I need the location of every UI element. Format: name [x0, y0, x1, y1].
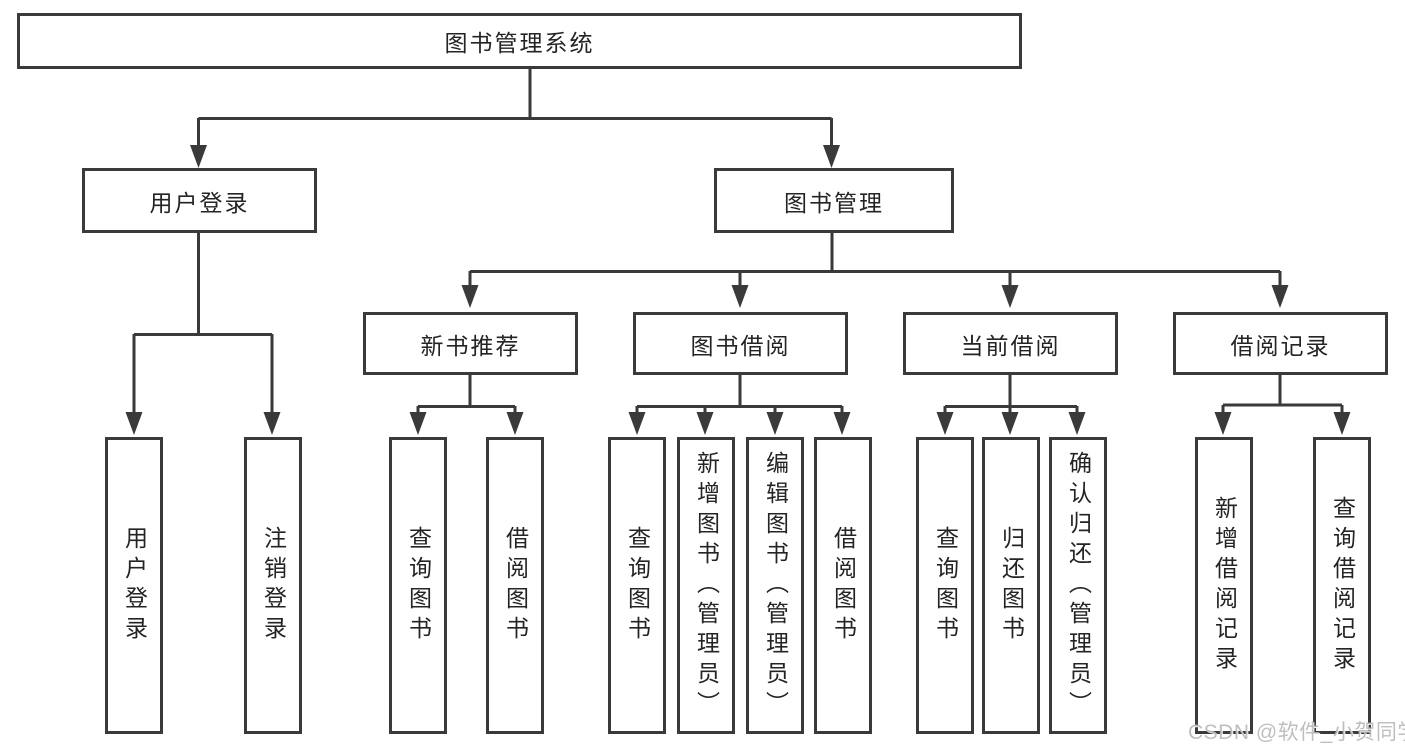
leaf-query-borrow-record: 查询借阅记录: [1313, 437, 1371, 734]
leaf-borrow-books-recommend-label: 借阅图书: [502, 525, 529, 646]
node-book-management: 图书管理: [714, 168, 954, 233]
leaf-query-books-borrow-label: 查询图书: [624, 525, 651, 646]
leaf-return-books-label: 归还图书: [998, 525, 1025, 646]
leaf-add-borrow-record: 新增借阅记录: [1195, 437, 1253, 734]
watermark-csdn: CSDN @软件_小贺同学: [1188, 721, 1405, 744]
leaf-borrow-books: 借阅图书: [814, 437, 872, 734]
leaf-query-books-recommend: 查询图书: [389, 437, 447, 734]
node-current-borrowing: 当前借阅: [903, 312, 1118, 375]
leaf-query-books-recommend-label: 查询图书: [405, 525, 432, 646]
node-book-borrowing: 图书借阅: [633, 312, 848, 375]
node-user-login: 用户登录: [82, 168, 317, 233]
leaf-query-books-current-label: 查询图书: [932, 525, 959, 646]
leaf-add-borrow-record-label: 新增借阅记录: [1211, 495, 1238, 676]
node-new-book-recommendation: 新书推荐: [363, 312, 578, 375]
leaf-add-book-admin: 新增图书（管理员）: [677, 437, 735, 734]
leaf-user-login-label: 用户登录: [121, 525, 148, 646]
leaf-edit-book-admin-label: 编辑图书（管理员）: [762, 450, 789, 721]
node-library-management-system: 图书管理系统: [17, 13, 1022, 69]
leaf-user-login: 用户登录: [105, 437, 163, 734]
arrowheads: [125, 145, 1351, 435]
leaf-logout-login-label: 注销登录: [260, 525, 287, 646]
leaf-query-books-borrow: 查询图书: [608, 437, 666, 734]
leaf-borrow-books-recommend: 借阅图书: [486, 437, 544, 734]
leaf-add-book-admin-label: 新增图书（管理员）: [693, 450, 720, 721]
leaf-borrow-books-label: 借阅图书: [830, 525, 857, 646]
leaf-logout-login: 注销登录: [244, 437, 302, 734]
leaf-confirm-return-admin: 确认归还（管理员）: [1049, 437, 1107, 734]
leaf-query-books-current: 查询图书: [916, 437, 974, 734]
leaf-query-borrow-record-label: 查询借阅记录: [1329, 495, 1356, 676]
leaf-edit-book-admin: 编辑图书（管理员）: [746, 437, 804, 734]
leaf-return-books: 归还图书: [982, 437, 1040, 734]
node-borrowing-records: 借阅记录: [1173, 312, 1388, 375]
leaf-confirm-return-admin-label: 确认归还（管理员）: [1065, 450, 1092, 721]
